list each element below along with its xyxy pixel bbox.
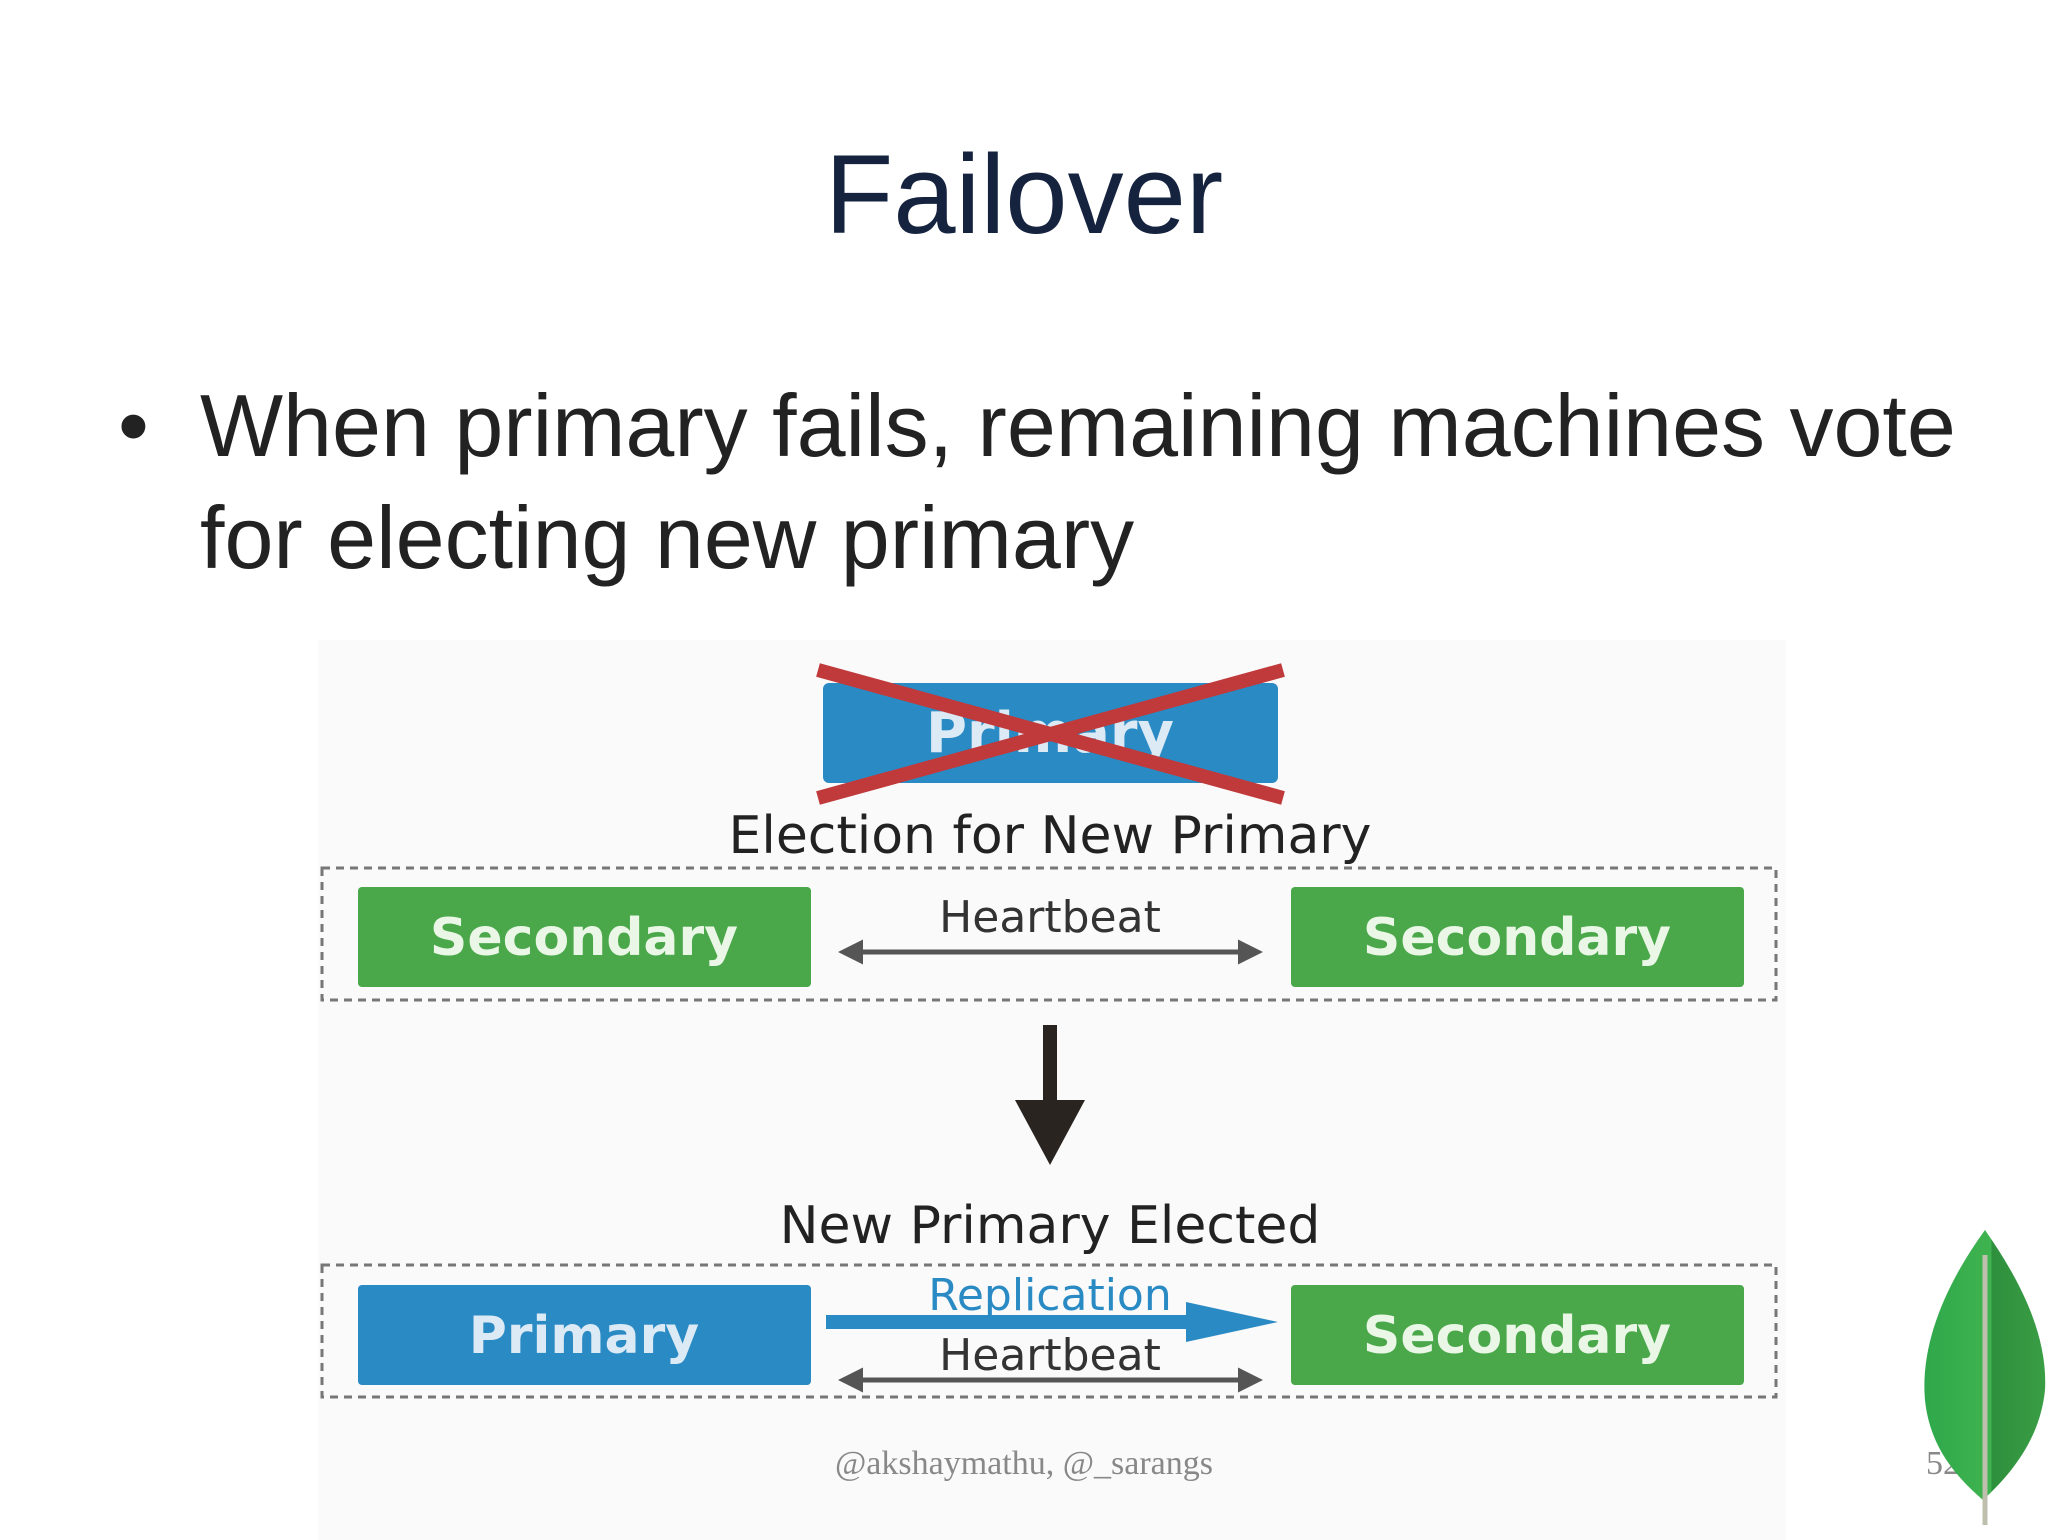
bullet-text: When primary fails, remaining machines v… (200, 376, 1956, 587)
secondary-node-left-label: Secondary (430, 908, 738, 968)
down-arrow-icon (1015, 1025, 1085, 1165)
secondary-node-bottom (1291, 1285, 1744, 1385)
slide-footer: @akshaymathu, @_sarangs (835, 1445, 1213, 1482)
replication-label: Replication (928, 1270, 1171, 1321)
cross-icon (816, 663, 1285, 805)
heartbeat-label-bottom: Heartbeat (939, 1330, 1161, 1381)
election-label: Election for New Primary (729, 806, 1372, 866)
new-primary-node (358, 1285, 811, 1385)
secondary-node-left (358, 887, 811, 987)
replication-arrow (826, 1302, 1278, 1342)
result-label: New Primary Elected (780, 1196, 1321, 1256)
new-primary-node-label: Primary (469, 1306, 699, 1366)
slide-title: Failover (824, 132, 1224, 257)
bullet-dot-icon: • (118, 376, 149, 475)
secondary-node-right (1291, 887, 1744, 987)
leaf-logo-icon (1924, 1230, 2046, 1525)
secondary-node-right-label: Secondary (1363, 908, 1671, 968)
secondary-node-bottom-label: Secondary (1363, 1306, 1671, 1366)
result-group-border (320, 1263, 1778, 1399)
failed-primary-node: Primary (816, 663, 1285, 805)
failover-diagram: Primary Election for New Primary Seconda… (318, 640, 1786, 1540)
heartbeat-label-top: Heartbeat (939, 892, 1161, 943)
election-group-border (320, 866, 1778, 1002)
